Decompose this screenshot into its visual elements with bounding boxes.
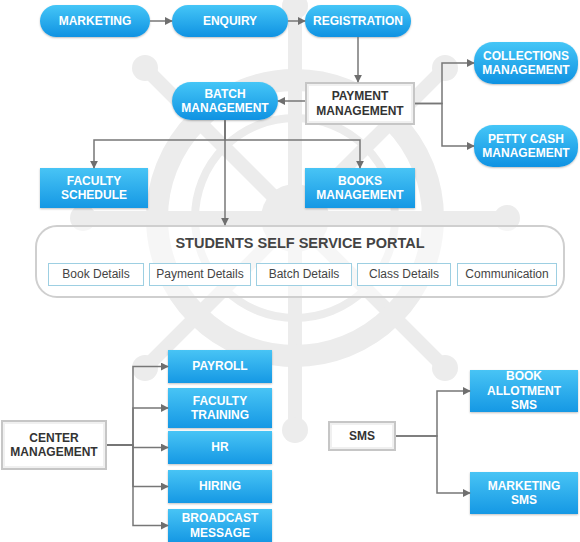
node-label: MARKETING SMS: [474, 479, 574, 508]
ship-wheel: [70, 0, 520, 443]
flow-connector: [396, 391, 470, 436]
node-label: Payment Details: [156, 267, 243, 281]
flow-connector: [415, 63, 474, 104]
node-label: FACULTY TRAINING: [172, 394, 268, 423]
flow-connector: [150, 20, 172, 22]
node-label: Book Details: [62, 267, 129, 281]
node-label: PETTY CASH MANAGEMENT: [480, 132, 572, 161]
flow-connector: [396, 436, 470, 493]
flow-connector: [107, 445, 168, 526]
module-box: MARKETING SMS: [470, 472, 578, 514]
wheel-spoke: [150, 73, 440, 363]
portal-item: Payment Details: [149, 263, 251, 286]
module-box: HR: [168, 431, 272, 464]
portal-item: Communication: [457, 263, 557, 286]
portal-title: STUDENTS SELF SERVICE PORTAL: [37, 235, 563, 252]
node-label: SMS: [349, 429, 375, 443]
node-label: PAYMENT MANAGEMENT: [311, 89, 409, 118]
node-label: HIRING: [199, 479, 241, 493]
node-label: HR: [211, 440, 228, 454]
module-box: FACULTY SCHEDULE: [40, 168, 148, 208]
process-pill: ENQUIRY: [172, 5, 288, 37]
wheel-handle: [432, 355, 458, 381]
process-pill: COLLECTIONS MANAGEMENT: [474, 42, 578, 84]
node-label: ENQUIRY: [203, 14, 257, 28]
portal-band: STUDENTS SELF SERVICE PORTAL Book Details…: [35, 225, 565, 298]
node-label: Communication: [465, 267, 548, 281]
wheel-spokes: [90, 13, 500, 423]
node-label: Class Details: [369, 267, 439, 281]
process-pill: MARKETING: [40, 5, 150, 37]
node-label: BOOK ALLOTMENT SMS: [474, 369, 574, 412]
flow-connector: [107, 408, 168, 445]
node-label: BROADCAST MESSAGE: [172, 511, 268, 540]
wheel-handle: [432, 55, 458, 81]
flow-connector: [278, 100, 305, 102]
node-label: FACULTY SCHEDULE: [44, 174, 144, 203]
wheel-rim: [157, 80, 433, 356]
flow-connector: [107, 445, 168, 487]
flow-connector: [225, 120, 360, 168]
portal-item: Batch Details: [256, 263, 352, 286]
flow-connector: [107, 445, 168, 448]
hub-box: CENTER MANAGEMENT: [1, 420, 107, 470]
process-pill: REGISTRATION: [305, 5, 411, 37]
flow-connector: [415, 104, 474, 147]
wheel-handles: [70, 0, 520, 443]
process-pill: BATCH MANAGEMENT: [172, 82, 278, 120]
hub-box: SMS: [328, 421, 396, 451]
node-label: BOOKS MANAGEMENT: [309, 174, 411, 203]
portal-item: Class Details: [357, 263, 451, 286]
node-label: CENTER MANAGEMENT: [7, 431, 101, 460]
node-label: PAYROLL: [192, 359, 247, 373]
flow-connector: [357, 37, 359, 82]
process-pill: PETTY CASH MANAGEMENT: [474, 125, 578, 167]
portal-item: Book Details: [48, 263, 144, 286]
module-box: BROADCAST MESSAGE: [168, 509, 272, 542]
node-label: REGISTRATION: [313, 14, 403, 28]
wheel-handle: [282, 417, 308, 443]
module-box: BOOK ALLOTMENT SMS: [470, 370, 578, 412]
flow-connector: [94, 120, 225, 168]
wheel-handle: [132, 355, 158, 381]
flow-connector: [288, 20, 305, 22]
flow-connector: [107, 367, 168, 446]
module-box: PAYROLL: [168, 350, 272, 383]
node-label: COLLECTIONS MANAGEMENT: [480, 49, 572, 78]
module-box: FACULTY TRAINING: [168, 388, 272, 428]
hub-box: PAYMENT MANAGEMENT: [305, 82, 415, 125]
wheel-handle: [132, 55, 158, 81]
node-label: Batch Details: [269, 267, 340, 281]
module-box: BOOKS MANAGEMENT: [305, 168, 415, 208]
node-label: BATCH MANAGEMENT: [178, 87, 272, 116]
wheel-spoke: [150, 73, 440, 363]
module-box: HIRING: [168, 470, 272, 503]
node-label: MARKETING: [59, 14, 132, 28]
flow-connector: [224, 120, 226, 225]
